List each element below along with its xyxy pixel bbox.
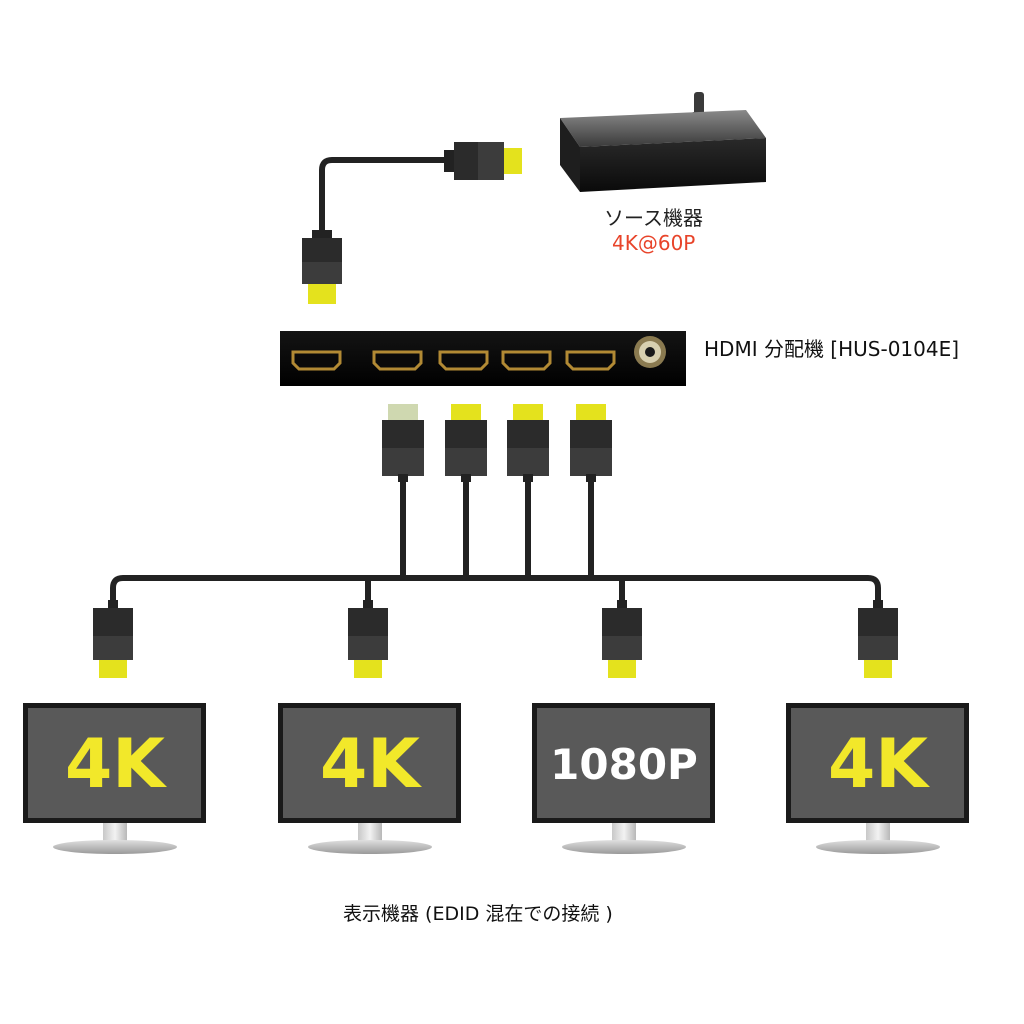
hdmi-port [501, 350, 552, 371]
monitor-4-resolution: 4K [827, 725, 928, 804]
monitor [786, 703, 969, 854]
monitor [23, 703, 206, 854]
hdmi-port [438, 350, 489, 371]
monitor [532, 703, 715, 854]
hdmi-port [372, 350, 423, 371]
monitor-3-resolution: 1080P [550, 740, 698, 789]
display-devices-caption: 表示機器 (EDID 混在での接続 ) [343, 903, 613, 925]
splitter-label: HDMI 分配機 [HUS-0104E] [704, 337, 960, 361]
output-cables [382, 404, 612, 578]
monitor-connectors [93, 600, 898, 678]
cable-bus [110, 575, 881, 604]
source-device-label: ソース機器 [604, 206, 703, 230]
input-cable [302, 142, 522, 304]
hdmi-port [565, 350, 616, 371]
power-jack [634, 336, 666, 368]
source-spec-label: 4K@60P [612, 231, 696, 255]
hdmi-port [291, 350, 342, 371]
source-device [560, 92, 766, 192]
monitor-1-resolution: 4K [64, 725, 165, 804]
monitor-2-resolution: 4K [319, 725, 420, 804]
hdmi-splitter [280, 331, 686, 386]
monitor [278, 703, 461, 854]
